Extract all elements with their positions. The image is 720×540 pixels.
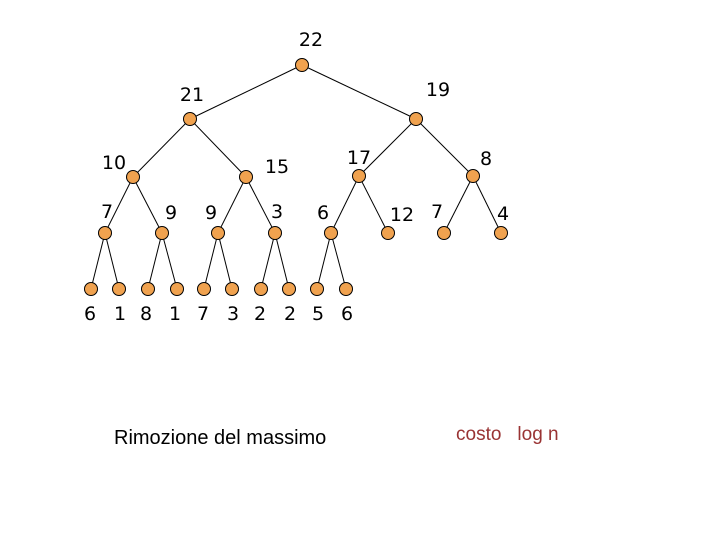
tree-edge	[217, 176, 247, 234]
tree-node	[466, 169, 480, 183]
tree-edge	[330, 175, 360, 234]
tree-edge	[104, 232, 120, 290]
tree-node-label: 8	[480, 148, 492, 170]
tree-node	[98, 226, 112, 240]
tree-edge	[358, 118, 417, 177]
tree-node-label: 10	[102, 152, 126, 174]
tree-edge	[147, 232, 163, 290]
tree-edge	[245, 176, 276, 234]
tree-node-label: 9	[205, 202, 217, 224]
tree-edge	[415, 118, 474, 177]
tree-node	[112, 282, 126, 296]
tree-node-label: 19	[426, 79, 450, 101]
tree-node-label: 2	[254, 303, 266, 325]
tree-node-label: 17	[347, 147, 371, 169]
tree-node	[409, 112, 423, 126]
tree-edge	[90, 232, 106, 290]
tree-node-label: 1	[169, 303, 181, 325]
tree-node-label: 9	[165, 202, 177, 224]
tree-node	[254, 282, 268, 296]
tree-node	[126, 170, 140, 184]
tree-node-label: 22	[299, 29, 323, 51]
tree-node-label: 1	[114, 303, 126, 325]
tree-node-label: 3	[271, 201, 283, 223]
cost-complexity: log n	[517, 424, 559, 445]
tree-node	[282, 282, 296, 296]
tree-edge	[260, 232, 276, 290]
tree-edge	[443, 175, 474, 234]
tree-node	[170, 282, 184, 296]
tree-node-label: 7	[197, 303, 209, 325]
tree-edge	[104, 176, 134, 234]
tree-node	[310, 282, 324, 296]
slide-caption: Rimozione del massimo	[114, 427, 327, 449]
tree-node	[225, 282, 239, 296]
tree-edge	[189, 118, 247, 178]
tree-edge	[203, 232, 219, 290]
tree-node-label: 8	[140, 303, 152, 325]
tree-edge	[316, 232, 332, 290]
tree-node-label: 15	[265, 156, 289, 178]
tree-edge	[330, 232, 347, 290]
tree-node	[324, 226, 338, 240]
tree-node-label: 6	[341, 303, 353, 325]
tree-node-label: 7	[101, 201, 113, 223]
tree-node-label: 3	[227, 303, 239, 325]
tree-edge	[132, 118, 191, 178]
tree-node	[211, 226, 225, 240]
tree-node	[239, 170, 253, 184]
tree-node-label: 6	[84, 303, 96, 325]
tree-node	[84, 282, 98, 296]
tree-nodes	[84, 58, 508, 296]
tree-node	[295, 58, 309, 72]
tree-edges	[90, 64, 502, 290]
tree-node-label: 7	[431, 201, 443, 223]
tree-node	[155, 226, 169, 240]
tree-node	[494, 226, 508, 240]
tree-node	[437, 226, 451, 240]
tree-edge	[274, 232, 290, 290]
tree-edge	[358, 175, 389, 234]
tree-edge	[132, 176, 163, 234]
tree-node-label: 12	[390, 204, 414, 226]
tree-node-label: 21	[180, 84, 204, 106]
tree-node	[197, 282, 211, 296]
tree-edge	[217, 232, 233, 290]
tree-edge	[472, 175, 502, 234]
cost-word: costo	[456, 424, 502, 445]
tree-node	[339, 282, 353, 296]
tree-edge	[189, 64, 303, 120]
tree-node	[381, 226, 395, 240]
tree-edge	[161, 232, 178, 290]
tree-node	[352, 169, 366, 183]
tree-node-label: 4	[497, 203, 509, 225]
tree-node	[268, 226, 282, 240]
tree-node-label: 5	[312, 303, 324, 325]
tree-node	[141, 282, 155, 296]
cost-annotation: costo log n	[456, 424, 559, 446]
tree-node-label: 2	[284, 303, 296, 325]
tree-node	[183, 112, 197, 126]
tree-node-label: 6	[317, 202, 329, 224]
tree-edge	[301, 64, 417, 120]
